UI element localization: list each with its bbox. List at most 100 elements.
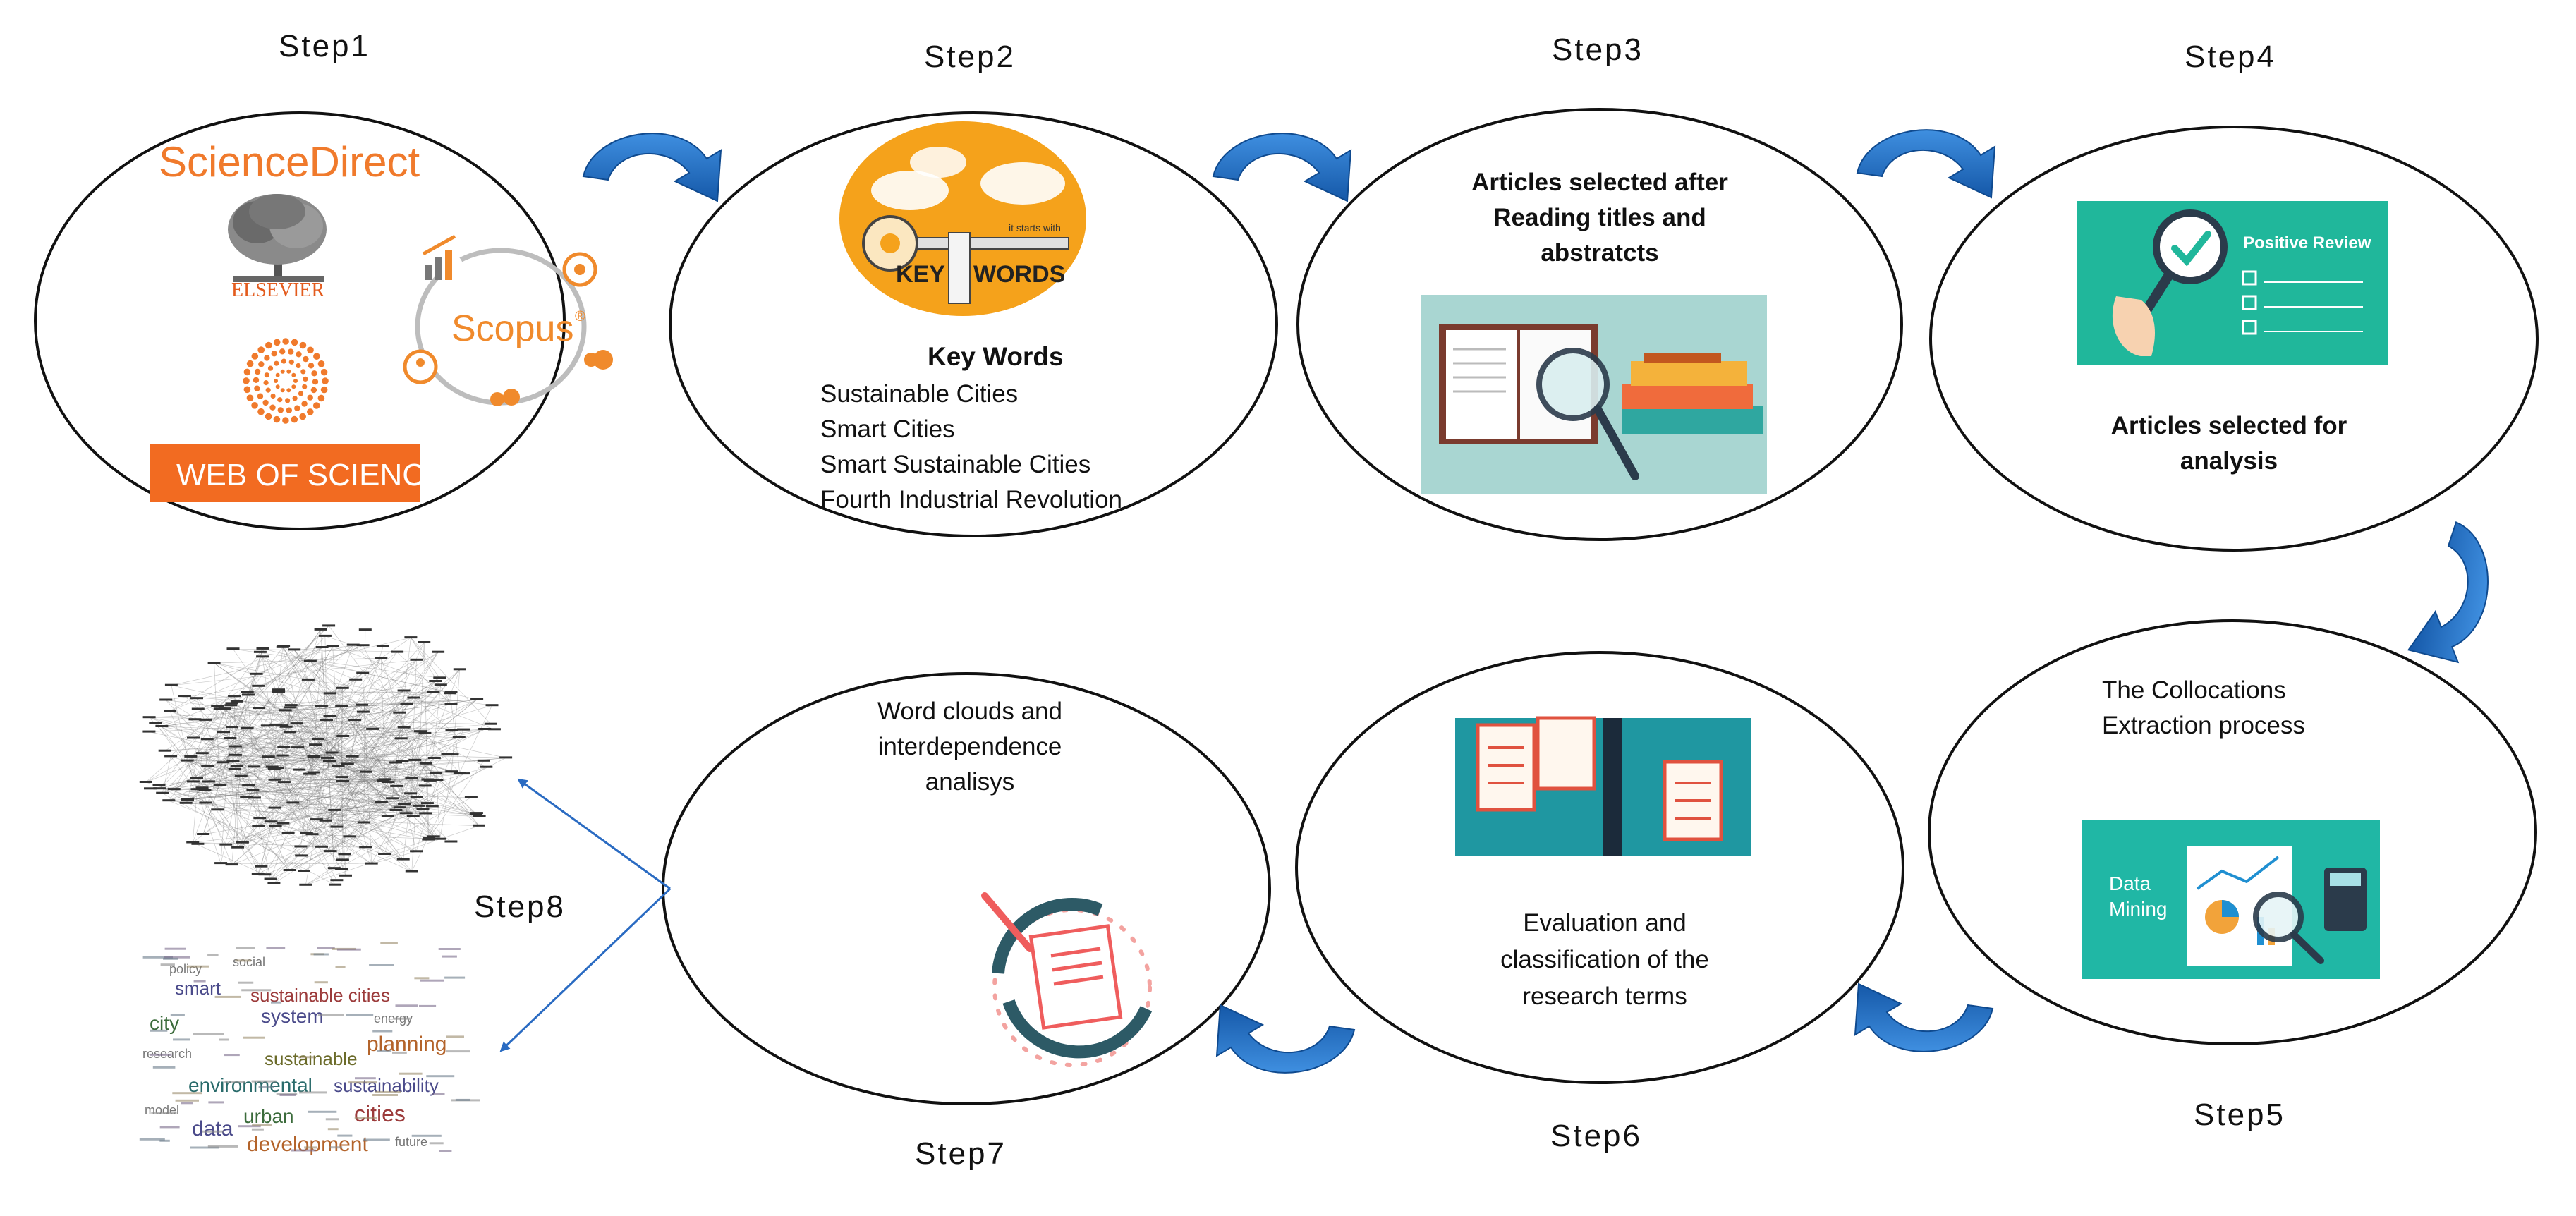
- classification-image: [1455, 716, 1751, 856]
- network-edge: [254, 767, 273, 798]
- scopus-cycle-icon: [403, 234, 613, 406]
- wordcloud-filler-mark: [175, 1099, 199, 1102]
- network-node: [477, 759, 490, 762]
- network-edge: [202, 678, 440, 835]
- wordcloud-filler-mark: [279, 1094, 296, 1096]
- network-node: [398, 803, 411, 805]
- wordcloud-word: environmental: [188, 1074, 312, 1096]
- network-edge: [411, 778, 433, 807]
- network-edge: [202, 787, 344, 861]
- step3-caption-line: Reading titles and: [1493, 204, 1706, 231]
- network-edge: [309, 736, 344, 774]
- sunburst-dot: [243, 368, 251, 376]
- network-edge: [274, 669, 461, 884]
- network-edge: [162, 756, 171, 794]
- network-edge: [415, 779, 437, 852]
- network-edge: [223, 629, 321, 763]
- network-edge: [320, 629, 335, 869]
- wordcloud-filler-mark: [190, 1146, 219, 1149]
- network-node: [418, 641, 431, 643]
- network-edge: [257, 706, 342, 875]
- data-mining-text: Data: [2109, 873, 2151, 894]
- step4-label: Step4: [2185, 39, 2276, 74]
- network-node: [294, 845, 308, 848]
- wordcloud-filler-mark: [193, 1033, 224, 1035]
- network-edge: [193, 782, 417, 798]
- network-edge: [162, 726, 459, 738]
- network-edge: [214, 662, 308, 681]
- network-edge: [219, 708, 425, 734]
- network-node: [445, 770, 458, 773]
- network-edge: [233, 648, 439, 653]
- network-edge: [195, 705, 363, 720]
- keywords-key-image: it starts with KEY WORDS: [839, 121, 1086, 316]
- keyword-item: Smart Sustainable Cities: [820, 451, 1090, 478]
- network-node: [179, 801, 193, 804]
- wordcloud-word: sustainable: [265, 1048, 358, 1069]
- network-edge: [196, 698, 337, 827]
- network-node: [253, 817, 267, 820]
- network-edge: [336, 652, 439, 827]
- network-edge: [332, 646, 441, 686]
- network-edge: [221, 863, 372, 864]
- network-edge: [282, 699, 478, 726]
- network-edge: [316, 819, 480, 827]
- network-edge: [145, 726, 286, 783]
- network-edge: [363, 712, 393, 799]
- network-edge: [329, 693, 434, 837]
- network-edge: [310, 737, 459, 774]
- network-edge: [205, 719, 428, 780]
- network-edge: [411, 731, 421, 872]
- wordcloud-filler-mark: [394, 1017, 411, 1020]
- network-node: [441, 753, 454, 755]
- network-node: [391, 650, 404, 653]
- network-edge: [285, 699, 478, 711]
- network-edge: [166, 700, 327, 721]
- network-edge: [231, 793, 411, 865]
- network-edge: [316, 716, 330, 820]
- step2-label: Step2: [924, 39, 1016, 74]
- network-edge: [310, 637, 411, 662]
- network-edge: [288, 819, 317, 834]
- network-edge: [187, 790, 253, 801]
- network-edge: [174, 715, 330, 790]
- network-edge: [291, 681, 436, 706]
- step6-caption-line: classification of the: [1500, 946, 1709, 973]
- network-node: [427, 757, 441, 759]
- network-edge: [290, 707, 403, 860]
- network-edge: [291, 705, 396, 811]
- network-node: [250, 672, 263, 675]
- network-edge: [284, 673, 363, 748]
- step6-label: Step6: [1550, 1119, 1642, 1153]
- network-edge: [208, 629, 321, 782]
- network-node: [376, 645, 389, 647]
- wordcloud-filler-mark: [327, 1128, 339, 1131]
- network-edge: [274, 786, 425, 884]
- network-edge: [207, 738, 339, 767]
- network-node: [381, 815, 394, 817]
- network-node: [453, 772, 466, 774]
- network-node: [314, 628, 327, 631]
- network-edge: [159, 788, 426, 814]
- network-node: [326, 645, 339, 647]
- network-edge: [327, 754, 448, 759]
- keyword-item: Smart Cities: [820, 415, 955, 443]
- network-node: [225, 863, 238, 866]
- network-edge: [164, 729, 485, 752]
- wordcloud-filler-mark: [208, 1101, 224, 1104]
- sunburst-dot: [270, 393, 276, 399]
- network-edge: [207, 691, 279, 767]
- network-node: [478, 728, 492, 730]
- network-node: [214, 862, 228, 865]
- network-node: [255, 865, 268, 868]
- network-node: [213, 707, 226, 710]
- wordcloud-filler-mark: [224, 1081, 245, 1083]
- network-node: [272, 688, 285, 691]
- network-node: [262, 755, 275, 758]
- network-edge: [169, 656, 263, 712]
- wordcloud-filler-mark: [375, 1090, 401, 1093]
- network-edge: [193, 738, 319, 740]
- network-edge: [174, 733, 425, 790]
- network-edge: [317, 645, 354, 740]
- wordcloud-word: cities: [354, 1101, 406, 1126]
